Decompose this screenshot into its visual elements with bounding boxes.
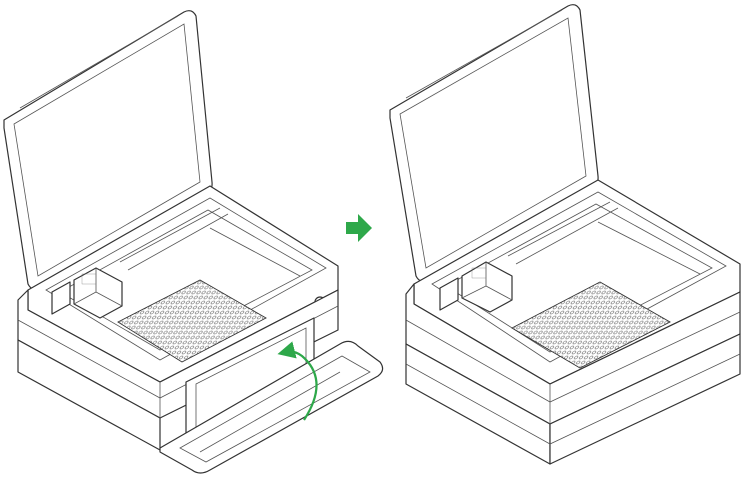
machine-door-closed xyxy=(389,4,741,465)
right-arrow-icon xyxy=(346,214,372,242)
laser-head-left xyxy=(51,267,123,319)
honeycomb-bed-right xyxy=(511,281,671,369)
front-door-open xyxy=(159,340,384,474)
curved-arrow-icon xyxy=(277,341,318,421)
base-body-right xyxy=(405,283,741,465)
laser-head-right xyxy=(439,261,513,313)
machine-door-open xyxy=(3,10,384,474)
honeycomb-bed-left xyxy=(117,279,267,363)
